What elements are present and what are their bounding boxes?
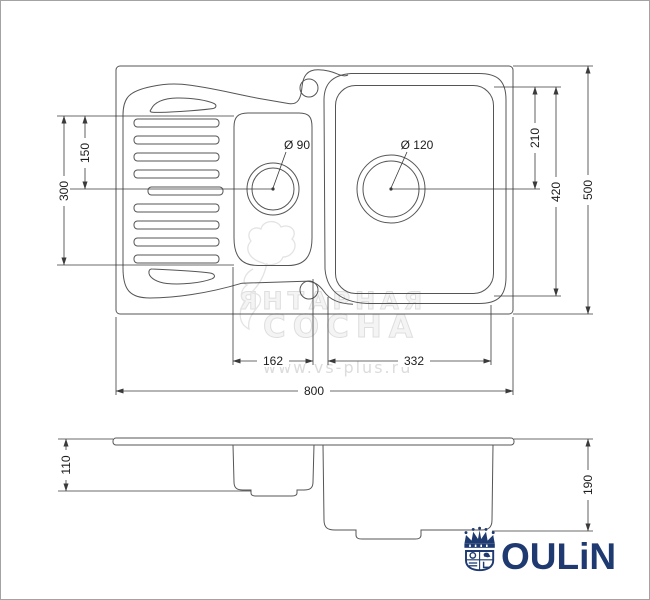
watermark-text-line1: ЯНТАРНАЯ [238,287,428,316]
drain-label-small: Ø 90 [284,138,310,152]
drain-leaders [271,151,408,191]
dim-label-420: 420 [549,182,563,202]
drainboard-top-wing [149,97,217,113]
dim-label-190: 190 [581,475,595,495]
brand-crest-icon [464,526,495,572]
sink-rim-outline [115,65,514,315]
dim-label-210: 210 [528,128,542,148]
dim-label-300: 300 [57,181,71,201]
dim-label-110: 110 [59,455,73,474]
dim-label-500: 500 [581,180,595,200]
dim-label-800: 800 [304,384,324,398]
dim-label-150: 150 [78,143,92,163]
dimension-labels: 150 300 210 420 500 110 190 162 332 800 … [57,123,595,500]
dim-label-332: 332 [404,354,424,368]
side-rim-outline [112,437,515,446]
drainboard-bottom-wing [148,268,215,285]
watermark-text-line2: СОСНА [263,309,420,346]
dimension-lines-side-view [58,438,593,532]
brand-wordmark: OULiN [501,536,617,577]
side-small-bowl-outline [232,444,315,497]
watermark-tree-icon [239,220,296,331]
large-bowl-outer-outline [323,73,507,304]
drainboard-ribs [133,97,224,285]
side-large-bowl-outline [322,444,494,540]
small-bowl-outline [233,112,313,266]
dim-label-162: 162 [263,354,283,368]
large-bowl-inner-outline [335,85,494,294]
side-view [112,437,515,540]
top-view [115,65,514,315]
drain-label-large: Ø 120 [401,138,434,152]
faucet-hole-top [299,78,319,98]
faucet-hole-bottom [299,280,319,300]
